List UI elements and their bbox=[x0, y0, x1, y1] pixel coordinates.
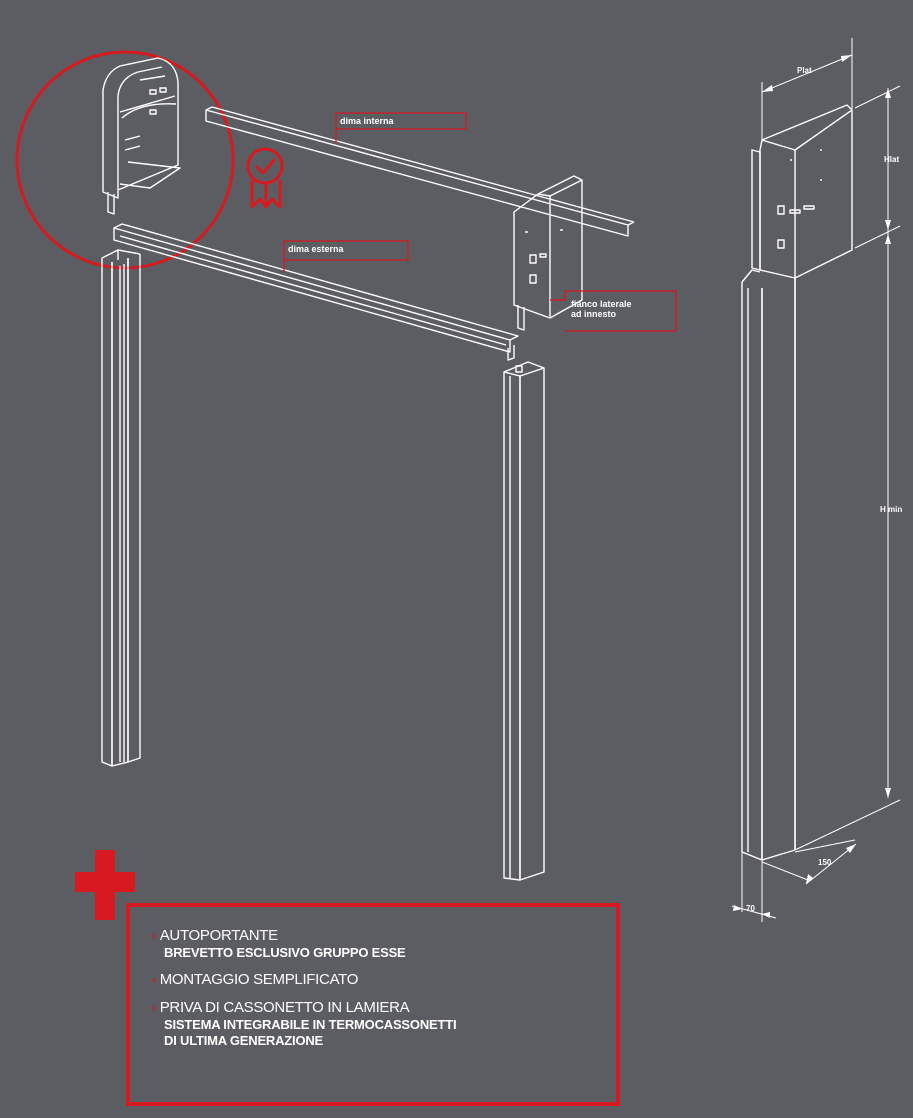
arrow-icon: › bbox=[152, 929, 156, 943]
arrow-icon: › bbox=[152, 1001, 156, 1015]
label-ad-innesto: ad innesto bbox=[571, 309, 617, 319]
feature-heading: ›PRIVA DI CASSONETTO IN LAMIERA bbox=[152, 999, 410, 1016]
dim-plat: Plat bbox=[797, 66, 812, 75]
feature-item: ›AUTOPORTANTE BREVETTO ESCLUSIVO GRUPPO … bbox=[152, 927, 600, 961]
dimension-arrowheads bbox=[733, 55, 891, 918]
plus-sign-icon bbox=[75, 850, 135, 920]
label-dima-esterna: dima esterna bbox=[288, 244, 344, 254]
feature-item: ›PRIVA DI CASSONETTO IN LAMIERA SISTEMA … bbox=[152, 999, 600, 1049]
dimension-lines bbox=[731, 38, 901, 922]
feature-subtext: SISTEMA INTEGRABILE IN TERMOCASSONETTI bbox=[164, 1017, 457, 1032]
feature-heading: ›MONTAGGIO SEMPLIFICATO bbox=[152, 971, 359, 988]
label-dima-interna: dima interna bbox=[340, 116, 394, 126]
arrow-icon: › bbox=[152, 973, 156, 987]
dim-150: 150 bbox=[818, 858, 832, 867]
feature-subtext: BREVETTO ESCLUSIVO GRUPPO ESSE bbox=[164, 945, 406, 960]
assembled-unit bbox=[741, 104, 853, 861]
ribbon-check-icon bbox=[246, 147, 284, 209]
feature-subtext: DI ULTIMA GENERAZIONE bbox=[164, 1033, 324, 1048]
label-fianco-laterale: fianco laterale bbox=[571, 299, 632, 309]
detail-magnifier-circle bbox=[15, 50, 235, 270]
feature-heading: ›AUTOPORTANTE bbox=[152, 927, 278, 944]
dim-hmin: H min bbox=[880, 505, 903, 514]
dim-70: 70 bbox=[746, 904, 755, 913]
right-jamb bbox=[503, 361, 545, 881]
feature-item: ›MONTAGGIO SEMPLIFICATO bbox=[152, 971, 600, 989]
dim-hlat: Hlat bbox=[884, 155, 900, 164]
callout-lines bbox=[283, 112, 677, 332]
features-box: ›AUTOPORTANTE BREVETTO ESCLUSIVO GRUPPO … bbox=[126, 903, 620, 1106]
detail-side-plate bbox=[102, 57, 181, 215]
outer-template-bar bbox=[113, 223, 519, 361]
inner-template-bar bbox=[205, 106, 635, 237]
lateral-side-plate bbox=[513, 175, 583, 331]
left-jamb bbox=[101, 249, 141, 767]
